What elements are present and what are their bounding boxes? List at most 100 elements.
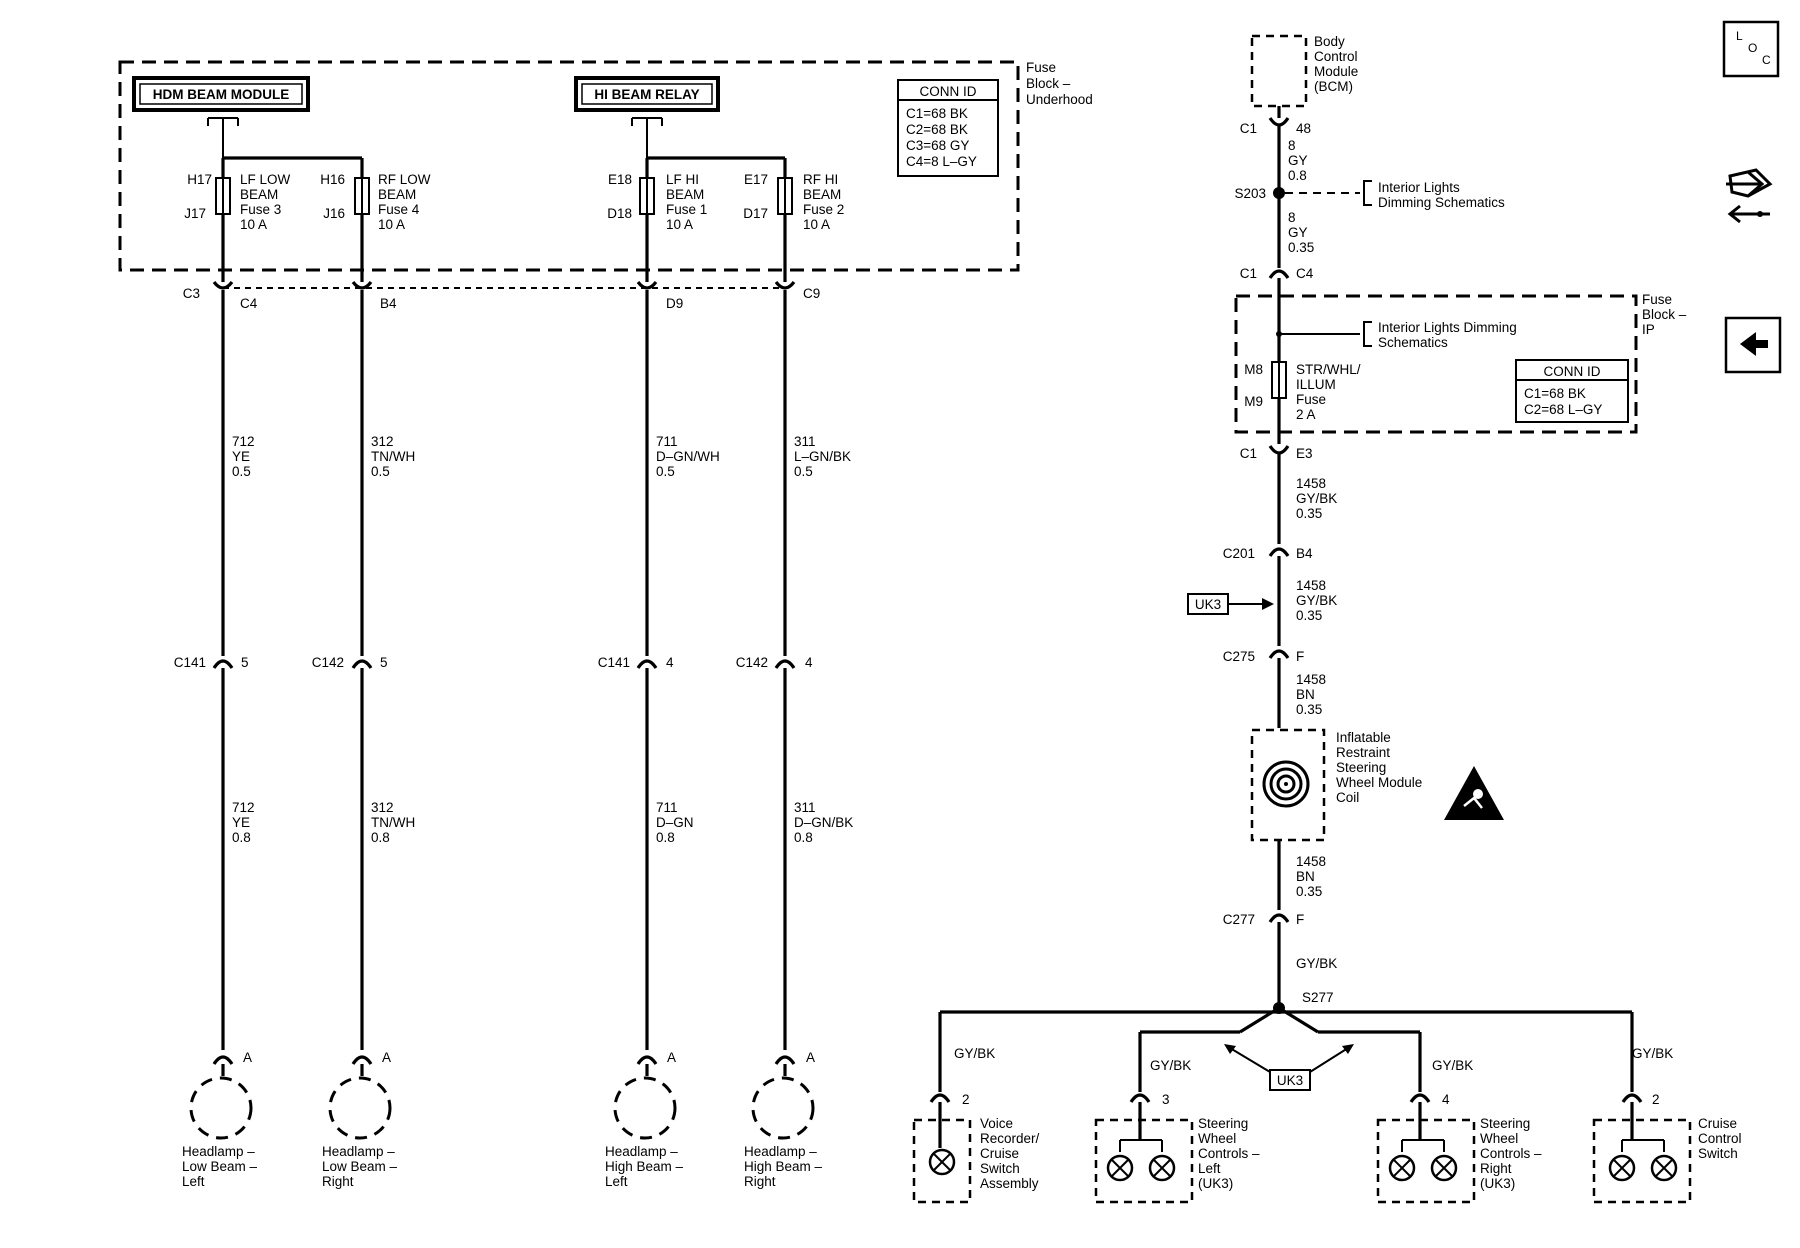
lamp-name: Headlamp –: [605, 1144, 678, 1159]
wire-size: 0.8: [656, 830, 675, 845]
connector-pin: B4: [1296, 546, 1313, 561]
fuse-block-ip-title: IP: [1642, 322, 1655, 337]
wire-size: 0.5: [232, 464, 251, 479]
load-name: Switch: [980, 1161, 1020, 1176]
wire-circuit: 8: [1288, 138, 1296, 153]
wire-circuit: 1458: [1296, 672, 1326, 687]
wire-color: L–GN/BK: [794, 449, 851, 464]
fuse-label: LF LOW: [240, 172, 291, 187]
fuse-label: 10 A: [803, 217, 830, 232]
fuse-label: LF HI: [666, 172, 699, 187]
clockspring-coil-icon: [1262, 760, 1310, 808]
load-name: Wheel: [1198, 1131, 1236, 1146]
bcm-name: Module: [1314, 64, 1358, 79]
fuse-label: Fuse 2: [803, 202, 844, 217]
wire-color: D–GN/BK: [794, 815, 853, 830]
load-steering-controls-right: GY/BK 4 Steering Wheel Controls – Right …: [1376, 1058, 1542, 1204]
fuse-block-ip-title: Block –: [1642, 307, 1687, 322]
connector-icon[interactable]: [1726, 168, 1773, 224]
wire-size: 0.35: [1296, 702, 1322, 717]
fuse-top-pin: E18: [608, 172, 632, 187]
lamp-pin: A: [382, 1050, 391, 1065]
fuse-label: BEAM: [803, 187, 841, 202]
fuse-label: BEAM: [666, 187, 704, 202]
lamp-name: Headlamp –: [182, 1144, 255, 1159]
load-pin: 4: [1442, 1092, 1450, 1107]
headlamp-icon: [751, 1076, 815, 1140]
load-pin: 2: [962, 1092, 970, 1107]
wire-color: GY/BK: [1296, 491, 1337, 506]
inline-pin: 5: [380, 655, 388, 670]
wire-circuit: 711: [656, 434, 678, 449]
load-name: Right: [1480, 1161, 1512, 1176]
connector-pin: F: [1296, 912, 1304, 927]
uk3-tag-label: UK3: [1195, 597, 1221, 612]
connector-label: C3: [183, 286, 200, 301]
fuse-block-ip: Fuse Block – IP Interior Lights Dimming …: [1234, 278, 1687, 444]
wire-size: 0.35: [1288, 240, 1314, 255]
fuse-top-pin: E17: [744, 172, 768, 187]
wire-size: 0.5: [371, 464, 390, 479]
hdm-beam-module-label: HDM BEAM MODULE: [153, 87, 290, 102]
wire-color: GY: [1288, 225, 1308, 240]
lamp-name: Left: [182, 1174, 205, 1189]
fuse-block-underhood-title-2: Block –: [1026, 76, 1071, 91]
wire-color: TN/WH: [371, 449, 415, 464]
fuse-label: BEAM: [240, 187, 278, 202]
wire-circuit: 712: [232, 434, 255, 449]
wire-color: GY/BK: [1432, 1058, 1473, 1073]
ip-conn-id-line: C2=68 L–GY: [1524, 402, 1602, 417]
svg-text:C: C: [1762, 53, 1771, 67]
switch-lamp-icon: [928, 1148, 956, 1176]
wire-color: TN/WH: [371, 815, 415, 830]
headlamp-icon: [189, 1076, 253, 1140]
wire-circuit: 311: [794, 800, 816, 815]
load-name: Recorder/: [980, 1131, 1040, 1146]
load-name: Voice: [980, 1116, 1013, 1131]
fuse-label: 10 A: [240, 217, 267, 232]
connector-pin: C4: [1296, 266, 1314, 281]
wire-size: 0.35: [1296, 884, 1322, 899]
loc-icon[interactable]: L O C: [1722, 20, 1780, 78]
headlamp-circuit-low-left: C3 C4 712 YE 0.5 C141 5 712 YE 0.8 A Hea…: [174, 280, 258, 1189]
lamp-name: Right: [322, 1174, 354, 1189]
svg-text:L: L: [1736, 29, 1743, 43]
wire-circuit: 712: [232, 800, 255, 815]
wire-circuit: 711: [656, 800, 678, 815]
switch-lamp-icon: [1388, 1154, 1416, 1182]
bcm-name: (BCM): [1314, 79, 1353, 94]
load-name: Wheel: [1480, 1131, 1518, 1146]
switch-lamp-icon: [1650, 1154, 1678, 1182]
inline-pin: 4: [666, 655, 674, 670]
load-name: Assembly: [980, 1176, 1039, 1191]
wire-color: YE: [232, 815, 250, 830]
wire-circuit: 1458: [1296, 854, 1326, 869]
fuse-label: Fuse 3: [240, 202, 281, 217]
coil-name: Inflatable: [1336, 730, 1391, 745]
fuse-top-pin: H16: [320, 172, 345, 187]
inline-pin: 4: [805, 655, 813, 670]
coil-name: Coil: [1336, 790, 1359, 805]
inline-connector: C142: [736, 655, 768, 670]
wire-color: GY/BK: [1296, 593, 1337, 608]
wire-color: YE: [232, 449, 250, 464]
fuse-label: 10 A: [378, 217, 405, 232]
headlamp-circuit-high-right: C9 311 L–GN/BK 0.5 C142 4 311 D–GN/BK 0.…: [736, 280, 853, 1189]
reference-text: Interior Lights: [1378, 180, 1460, 195]
coil-name: Wheel Module: [1336, 775, 1422, 790]
fuse-bottom-pin: M9: [1244, 394, 1263, 409]
fuse-label: Fuse: [1296, 392, 1326, 407]
wire-circuit: 311: [794, 434, 816, 449]
fuse-lf-low-beam: H17 J17 LF LOW BEAM Fuse 3 10 A: [184, 172, 290, 232]
wire-size: 0.5: [656, 464, 675, 479]
airbag-warning-icon: [1444, 766, 1504, 820]
wire-circuit: 312: [371, 434, 394, 449]
back-arrow-icon[interactable]: [1724, 316, 1782, 374]
fuse-label: BEAM: [378, 187, 416, 202]
underhood-conn-id-line: C4=8 L–GY: [906, 154, 977, 169]
wire-color: GY/BK: [1150, 1058, 1191, 1073]
fuse-label: ILLUM: [1296, 377, 1336, 392]
wire-size: 0.8: [232, 830, 251, 845]
connector-label: C277: [1223, 912, 1255, 927]
load-name: Steering: [1480, 1116, 1530, 1131]
